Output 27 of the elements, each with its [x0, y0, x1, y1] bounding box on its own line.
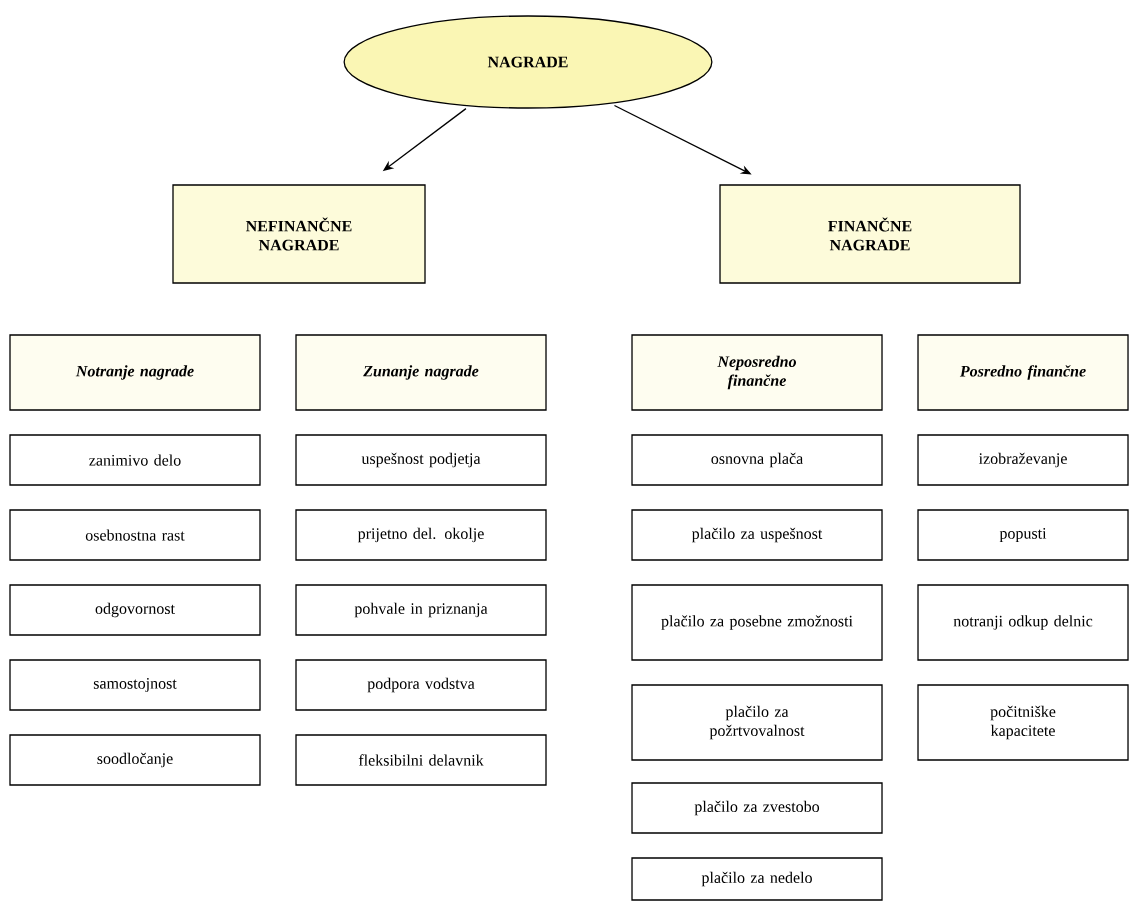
item-box: fleksibilni delavnik [295, 734, 547, 786]
item-box: popusti [917, 509, 1129, 561]
item-box: samostojnost [9, 659, 261, 711]
item-box: odgovornost [9, 584, 261, 636]
item-box: prijetno del. okolje [295, 509, 547, 561]
item-box: plačilo za nedelo [631, 857, 883, 901]
item-box: počitniške kapacitete [917, 684, 1129, 761]
column-header-box: Posredno finančne [917, 334, 1129, 411]
item-box: soodločanje [9, 734, 261, 786]
column-header-box: Zunanje nagrade [295, 334, 547, 411]
column-header-box: Notranje nagrade [9, 334, 261, 411]
category-box: FINANČNE NAGRADE [719, 184, 1021, 284]
column-header-box: Neposredno finančne [631, 334, 883, 411]
category-box: NEFINANČNE NAGRADE [172, 184, 426, 284]
item-box: zanimivo delo [9, 434, 261, 486]
item-box: uspešnost podjetja [295, 434, 547, 486]
item-box: izobraževanje [917, 434, 1129, 486]
item-box: osnovna plača [631, 434, 883, 486]
item-box: podpora vodstva [295, 659, 547, 711]
oval-node: NAGRADE [343, 15, 713, 109]
item-box: pohvale in priznanja [295, 584, 547, 636]
item-box: plačilo za posebne zmožnosti [631, 584, 883, 661]
item-box: notranji odkup delnic [917, 584, 1129, 661]
item-box: plačilo za uspešnost [631, 509, 883, 561]
item-box: plačilo za požrtvovalnost [631, 684, 883, 761]
item-box: plačilo za zvestobo [631, 782, 883, 834]
item-box: osebnostna rast [9, 509, 261, 561]
